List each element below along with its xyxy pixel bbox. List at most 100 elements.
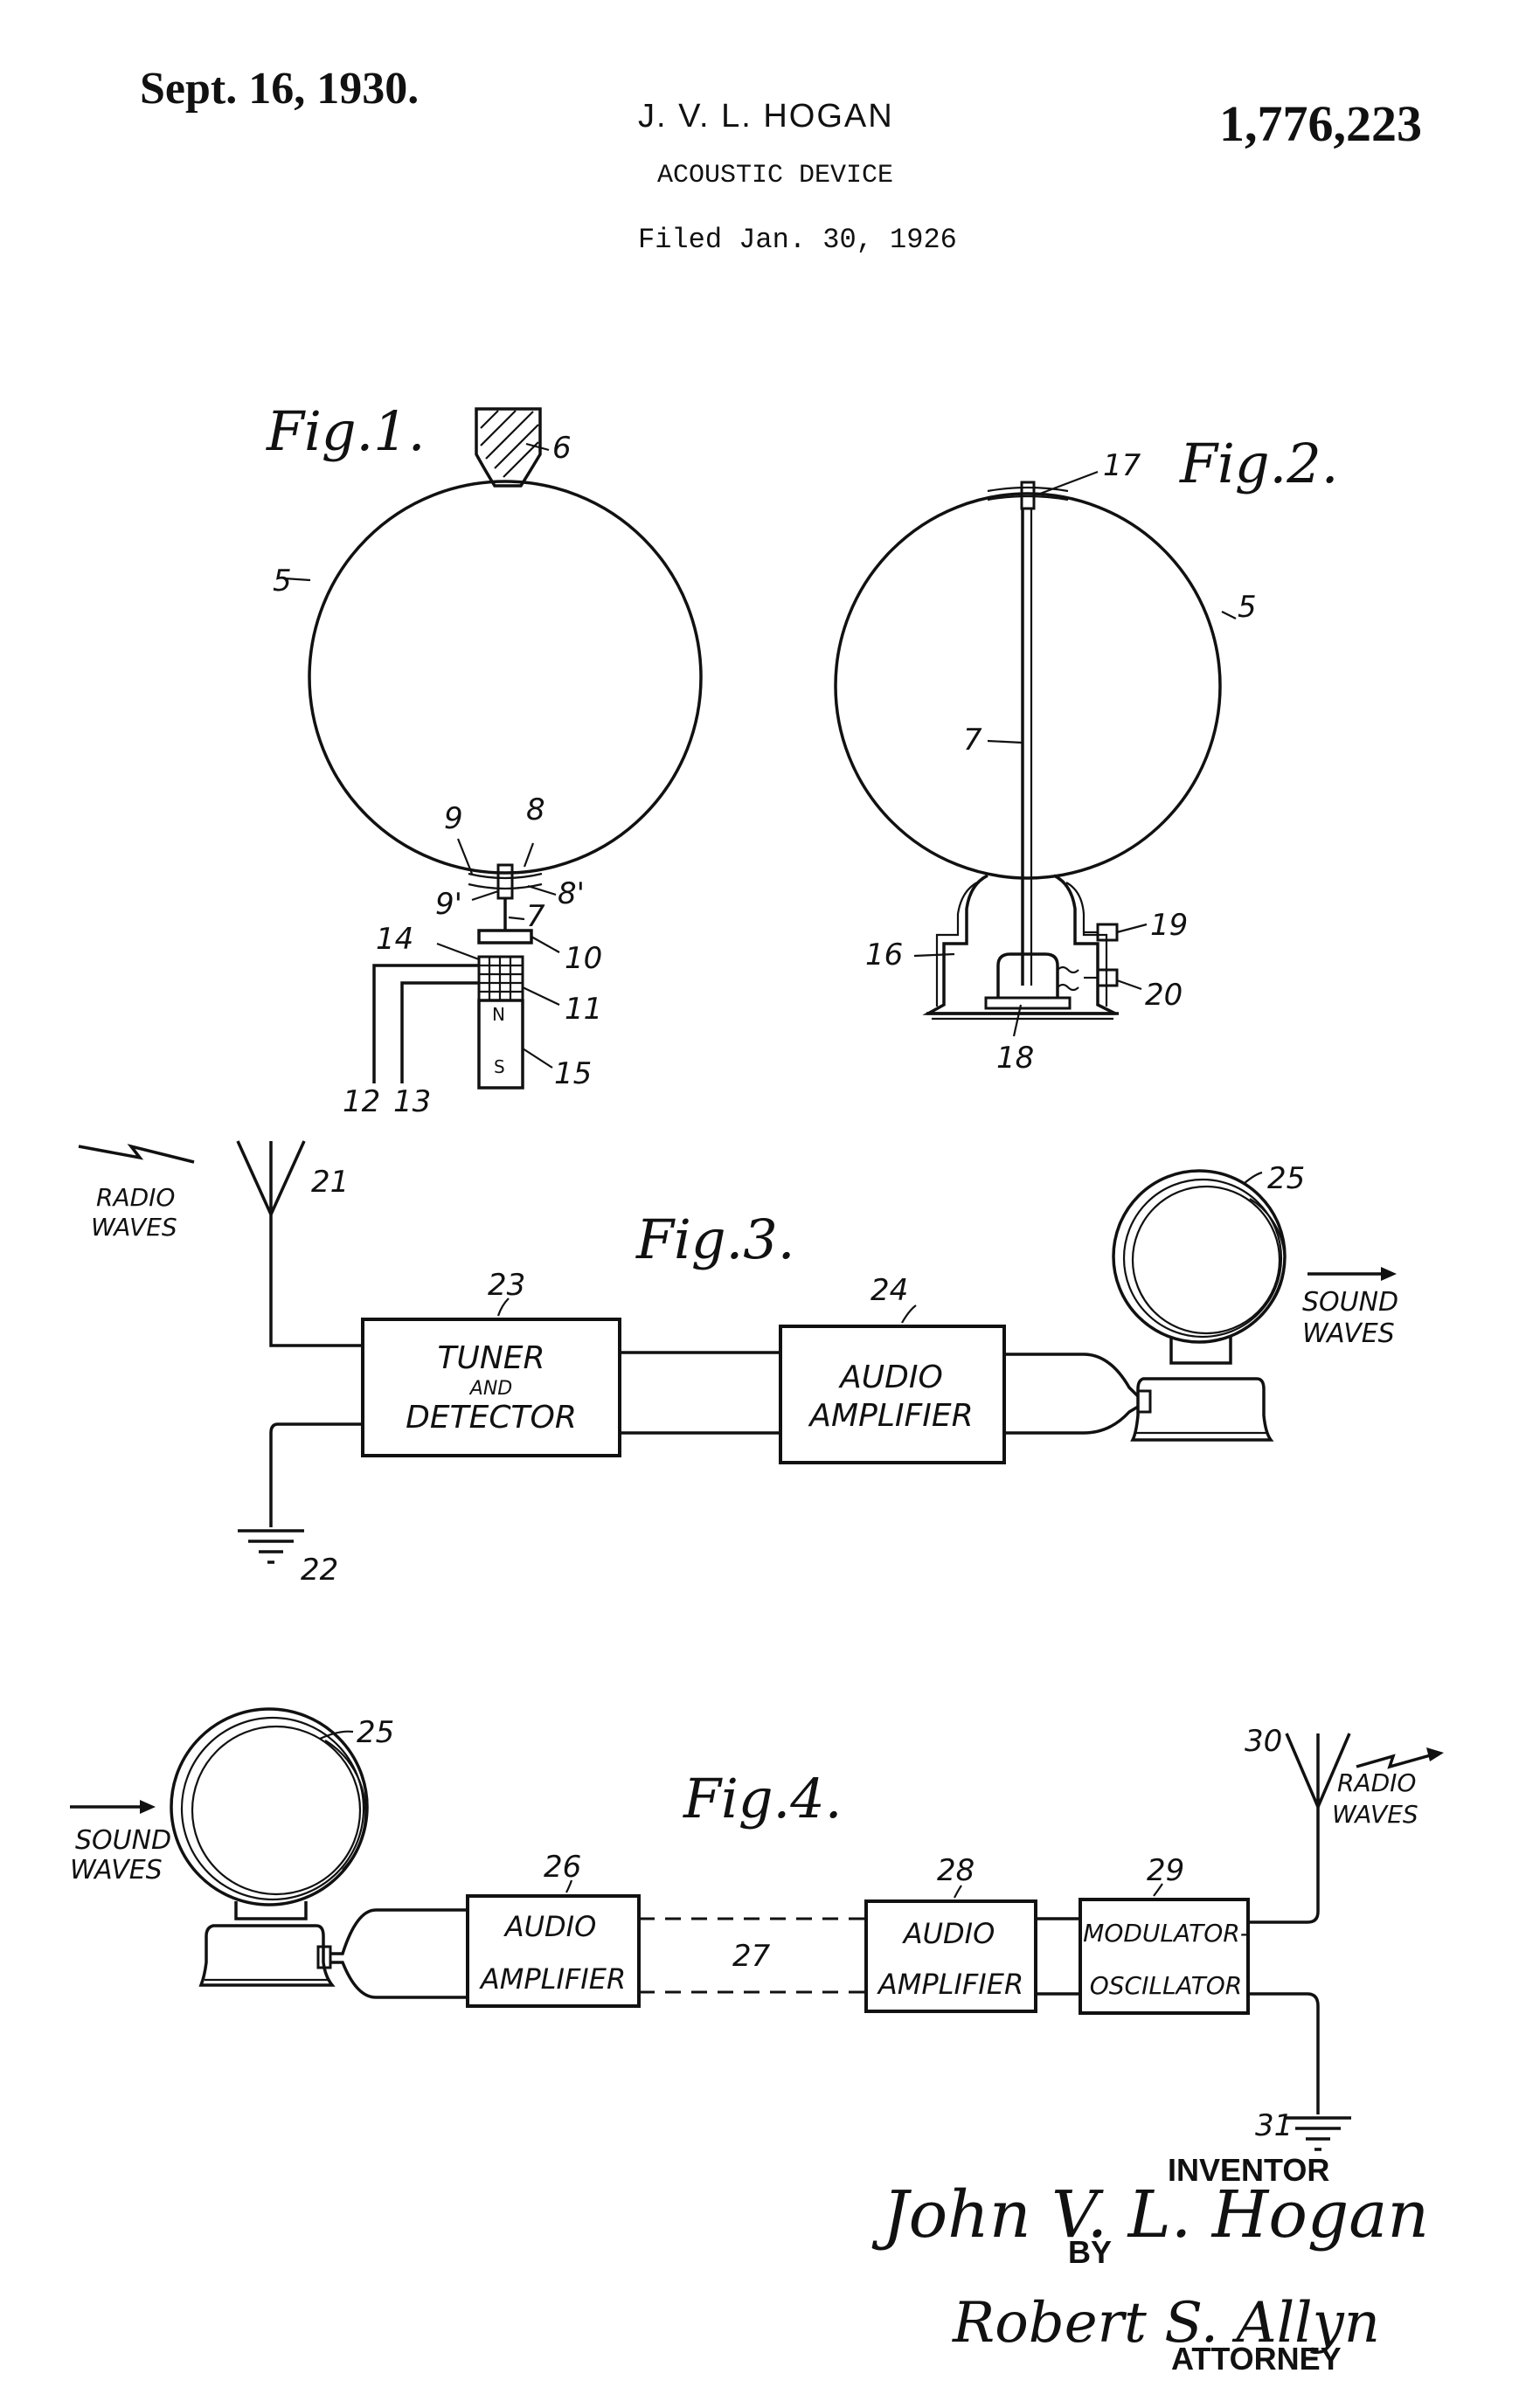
fig4-ground-31: [1285, 2116, 1351, 2151]
fig3-radio-waves-2: WAVES: [91, 1213, 177, 1242]
fig1-coil-11: [477, 955, 524, 1002]
fig3-tuner-detector-box: [361, 1318, 621, 1457]
fig2: Fig.2.: [834, 432, 1338, 1076]
fig1-label-6: 6: [552, 431, 572, 466]
fig1-label-13: 13: [393, 1084, 431, 1119]
fig4-wire-antenna: [1248, 1807, 1320, 1924]
fig1-label-11: 11: [565, 992, 602, 1027]
fig4-modulator-oscillator-box: [1079, 1898, 1250, 2015]
fig3-sound-waves-2: WAVES: [1302, 1318, 1395, 1349]
fig1-title: Fig.1.: [266, 399, 425, 463]
fig4-radio-waves-1: RADIO: [1337, 1768, 1416, 1797]
attorney-caption: ATTORNEY: [1171, 2341, 1342, 2377]
fig3-radio-arrow: [78, 1144, 195, 1164]
fig1-label-9: 9: [444, 801, 463, 836]
fig3-sound-waves-1: SOUND: [1302, 1287, 1398, 1318]
fig4-amp1-line2: AMPLIFIER: [479, 1962, 626, 1996]
fig1-label-8: 8: [526, 792, 545, 827]
fig1-label-8p: 8': [558, 876, 585, 911]
attorney-signature: Robert S. Allyn: [952, 2291, 1380, 2356]
fig3-label-21: 21: [311, 1165, 349, 1200]
fig1-lead-12: [372, 964, 479, 1083]
fig4-label-27: 27: [732, 1939, 771, 1974]
fig1-label-14: 14: [376, 922, 413, 957]
fig4-amp1-line1: AUDIO: [503, 1910, 597, 1943]
fig2-terminals-19-20: [1084, 923, 1119, 987]
fig3-label-24: 24: [870, 1273, 908, 1308]
fig1-label-15: 15: [554, 1056, 592, 1091]
fig1-sphere-5: [308, 480, 703, 875]
fig3-out-wire-2: [1004, 1405, 1139, 1435]
fig1-support-6: [475, 407, 542, 488]
fig4-amp2-line1: AUDIO: [902, 1917, 995, 1950]
fig1-lead-13: [400, 981, 479, 1083]
fig1-label-9p: 9': [435, 887, 462, 922]
fig4-mod-line2: OSCILLATOR: [1090, 1971, 1243, 2000]
fig4-in-wire-2: [330, 1961, 468, 1999]
fig4-sound-waves-2: WAVES: [70, 1855, 163, 1886]
fig1-armature-10: [477, 929, 533, 945]
patent-number: 1,776,223: [1219, 95, 1422, 152]
fig4-label-28: 28: [937, 1853, 975, 1888]
fig4-title: Fig.4.: [683, 1767, 842, 1830]
fig4-label-30: 30: [1245, 1724, 1282, 1759]
fig4: Fig.4. 25 SOUND WAVES AUDIO AMPLIFIER 26: [70, 1707, 1444, 2151]
fig4-label-26: 26: [544, 1850, 581, 1885]
signature-block: INVENTOR John V. L. Hogan BY Robert S. A…: [871, 2152, 1429, 2377]
fig4-amplifier-26-box: [466, 1894, 641, 2008]
fig3-tuner-line2: AND: [468, 1378, 512, 1400]
fig3-leader-25: [1244, 1171, 1263, 1184]
inventor-signature: John V. L. Hogan: [871, 2177, 1429, 2252]
fig3-antenna-21: [236, 1140, 306, 1219]
fig4-label-29: 29: [1147, 1853, 1184, 1888]
fig3-speaker-25: [1112, 1169, 1287, 1442]
fig2-label-17: 17: [1103, 448, 1141, 483]
filing-date: Filed Jan. 30, 1926: [638, 224, 957, 256]
by-caption: BY: [1068, 2234, 1112, 2270]
fig2-label-7: 7: [963, 723, 982, 758]
fig3-out-wire-1: [1004, 1353, 1140, 1398]
fig4-radio-arrow: [1356, 1753, 1434, 1769]
fig2-label-5: 5: [1238, 590, 1257, 625]
fig3-ground-22: [238, 1529, 304, 1564]
fig2-driver-18: [984, 952, 1079, 1010]
fig4-label-31: 31: [1255, 2108, 1293, 2143]
fig3: Fig.3. RADIO WAVES 21 22 TUNER AND DETEC…: [78, 1140, 1398, 1588]
fig3-amp-line1: AUDIO: [838, 1360, 943, 1395]
fig4-label-25: 25: [357, 1715, 394, 1750]
fig1-label-12: 12: [343, 1084, 380, 1119]
fig2-label-19: 19: [1150, 908, 1188, 943]
fig3-radio-waves-1: RADIO: [96, 1183, 175, 1212]
fig3-leader-24: [901, 1304, 917, 1324]
fig4-leader-29: [1153, 1883, 1163, 1897]
fig1-pole-n: N: [492, 1004, 505, 1025]
fig4-amplifier-28-box: [864, 1899, 1037, 2013]
fig4-in-wire-1: [330, 1908, 468, 1955]
fig3-label-23: 23: [488, 1268, 525, 1303]
fig1-label-10: 10: [565, 941, 602, 976]
fig1-label-7: 7: [526, 899, 545, 934]
fig2-label-18: 18: [996, 1041, 1034, 1076]
fig2-label-20: 20: [1145, 978, 1183, 1013]
fig4-amp2-line2: AMPLIFIER: [877, 1968, 1023, 2001]
fig4-mod-line1: MODULATOR-: [1083, 1919, 1249, 1948]
fig4-leader-26: [565, 1879, 573, 1893]
fig1-magnet-15: [477, 999, 524, 1090]
fig3-wire-antenna: [269, 1214, 363, 1347]
patent-title: ACOUSTIC DEVICE: [657, 161, 894, 190]
fig4-sound-arrow: [70, 1800, 156, 1814]
fig3-label-22: 22: [301, 1553, 338, 1588]
fig3-tuner-line1: TUNER: [437, 1340, 544, 1376]
fig3-leader-23: [496, 1297, 510, 1317]
fig3-amp-line2: AMPLIFIER: [808, 1398, 973, 1434]
fig1-label-5: 5: [273, 564, 292, 599]
inventor-caption: INVENTOR: [1168, 2152, 1329, 2188]
fig3-tuner-line3: DETECTOR: [406, 1400, 577, 1436]
fig3-sound-arrow: [1307, 1267, 1397, 1281]
fig3-audio-amplifier-box: [779, 1325, 1006, 1464]
fig3-wire-ground: [269, 1422, 363, 1527]
fig4-speaker-25: [170, 1707, 369, 1987]
fig3-title: Fig.3.: [635, 1207, 794, 1271]
fig2-title: Fig.2.: [1179, 432, 1338, 495]
